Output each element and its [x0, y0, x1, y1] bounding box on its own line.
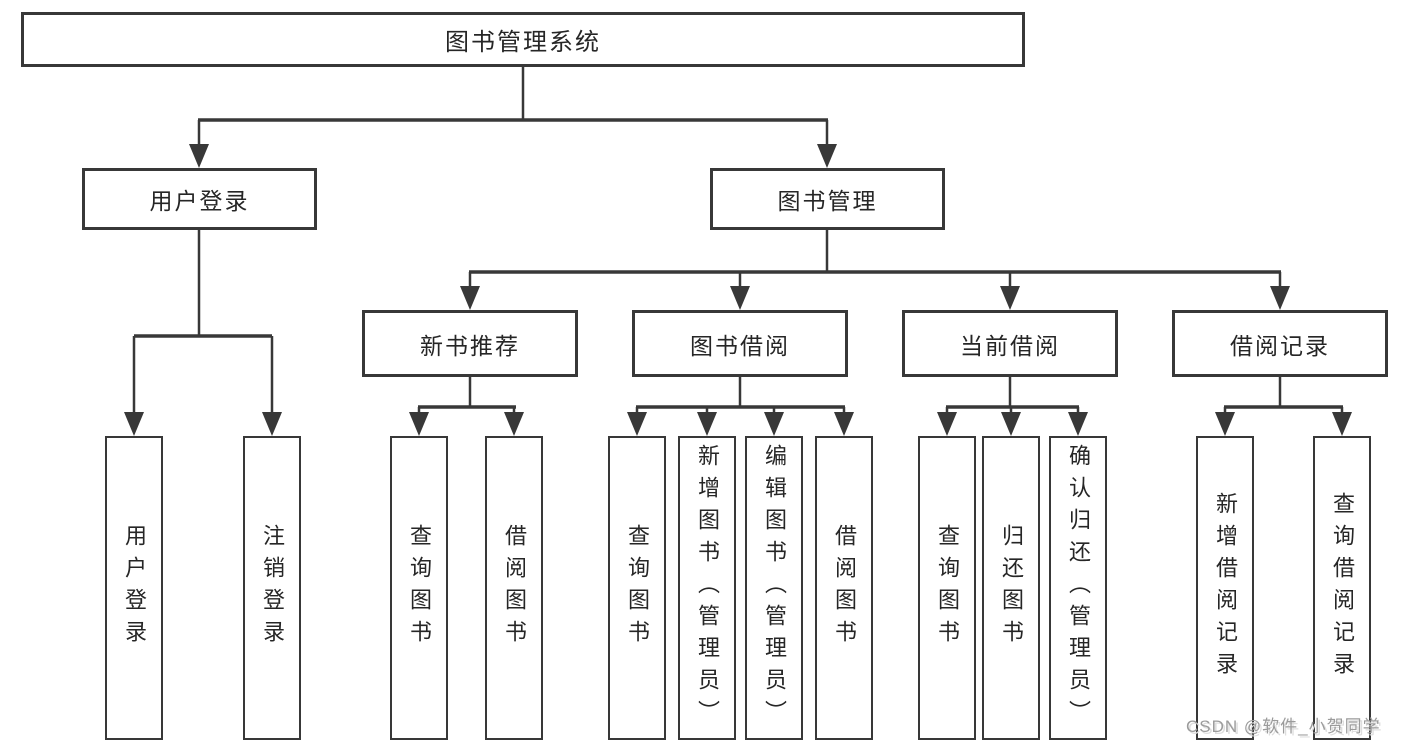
- leaf-newbooks-query: 查询图书: [390, 436, 448, 740]
- leaf-current-query-label: 查询图书: [935, 524, 960, 652]
- node-user-login-label: 用户登录: [149, 188, 250, 214]
- leaf-records-query: 查询借阅记录: [1313, 436, 1371, 740]
- leaf-records-query-label: 查询借阅记录: [1330, 492, 1355, 684]
- arrow-down-icon: [1215, 412, 1235, 436]
- node-borrow-records-label: 借阅记录: [1230, 332, 1330, 359]
- arrow-down-icon: [189, 144, 209, 168]
- arrow-down-icon: [460, 286, 480, 310]
- leaf-newbooks-borrow-label: 借阅图书: [502, 524, 527, 652]
- node-root: 图书管理系统: [21, 12, 1025, 67]
- leaf-borrow-add: 新增图书（管理员）: [678, 436, 736, 740]
- leaf-user-login: 用户登录: [105, 436, 163, 740]
- leaf-current-confirm: 确认归还（管理员）: [1049, 436, 1107, 740]
- leaf-borrow-borrow-label: 借阅图书: [832, 524, 857, 652]
- arrow-down-icon: [697, 412, 717, 436]
- leaf-borrow-edit-label: 编辑图书（管理员）: [762, 444, 787, 732]
- leaf-borrow-query: 查询图书: [608, 436, 666, 740]
- node-book-management: 图书管理: [710, 168, 945, 230]
- leaf-logout-label: 注销登录: [260, 524, 285, 652]
- leaf-current-return-label: 归还图书: [999, 524, 1024, 652]
- leaf-current-confirm-label: 确认归还（管理员）: [1066, 444, 1091, 732]
- node-current-borrow: 当前借阅: [902, 310, 1118, 377]
- leaf-user-login-label: 用户登录: [122, 524, 147, 652]
- watermark: CSDN @软件_小贺同学: [1186, 717, 1381, 736]
- arrow-down-icon: [1001, 412, 1021, 436]
- arrow-down-icon: [504, 412, 524, 436]
- leaf-current-return: 归还图书: [982, 436, 1040, 740]
- arrow-down-icon: [1068, 412, 1088, 436]
- leaf-logout: 注销登录: [243, 436, 301, 740]
- leaf-borrow-edit: 编辑图书（管理员）: [745, 436, 803, 740]
- arrow-down-icon: [834, 412, 854, 436]
- arrow-down-icon: [627, 412, 647, 436]
- arrow-down-icon: [124, 412, 144, 436]
- arrow-down-icon: [730, 286, 750, 310]
- node-book-borrow-label: 图书借阅: [690, 332, 790, 359]
- node-root-label: 图书管理系统: [445, 29, 601, 56]
- arrow-down-icon: [817, 144, 837, 168]
- leaf-records-add-label: 新增借阅记录: [1213, 492, 1238, 684]
- leaf-current-query: 查询图书: [918, 436, 976, 740]
- node-new-books-label: 新书推荐: [420, 332, 520, 359]
- arrow-down-icon: [937, 412, 957, 436]
- leaf-newbooks-borrow: 借阅图书: [485, 436, 543, 740]
- node-book-management-label: 图书管理: [777, 188, 878, 214]
- leaf-borrow-borrow: 借阅图书: [815, 436, 873, 740]
- node-new-books: 新书推荐: [362, 310, 578, 377]
- leaf-borrow-query-label: 查询图书: [625, 524, 650, 652]
- arrow-down-icon: [1270, 286, 1290, 310]
- arrow-down-icon: [1332, 412, 1352, 436]
- leaf-borrow-add-label: 新增图书（管理员）: [695, 444, 720, 732]
- leaf-newbooks-query-label: 查询图书: [407, 524, 432, 652]
- arrow-down-icon: [1000, 286, 1020, 310]
- arrow-down-icon: [409, 412, 429, 436]
- leaf-records-add: 新增借阅记录: [1196, 436, 1254, 740]
- node-borrow-records: 借阅记录: [1172, 310, 1388, 377]
- node-current-borrow-label: 当前借阅: [960, 332, 1060, 359]
- node-book-borrow: 图书借阅: [632, 310, 848, 377]
- arrow-down-icon: [262, 412, 282, 436]
- node-user-login: 用户登录: [82, 168, 317, 230]
- arrow-down-icon: [764, 412, 784, 436]
